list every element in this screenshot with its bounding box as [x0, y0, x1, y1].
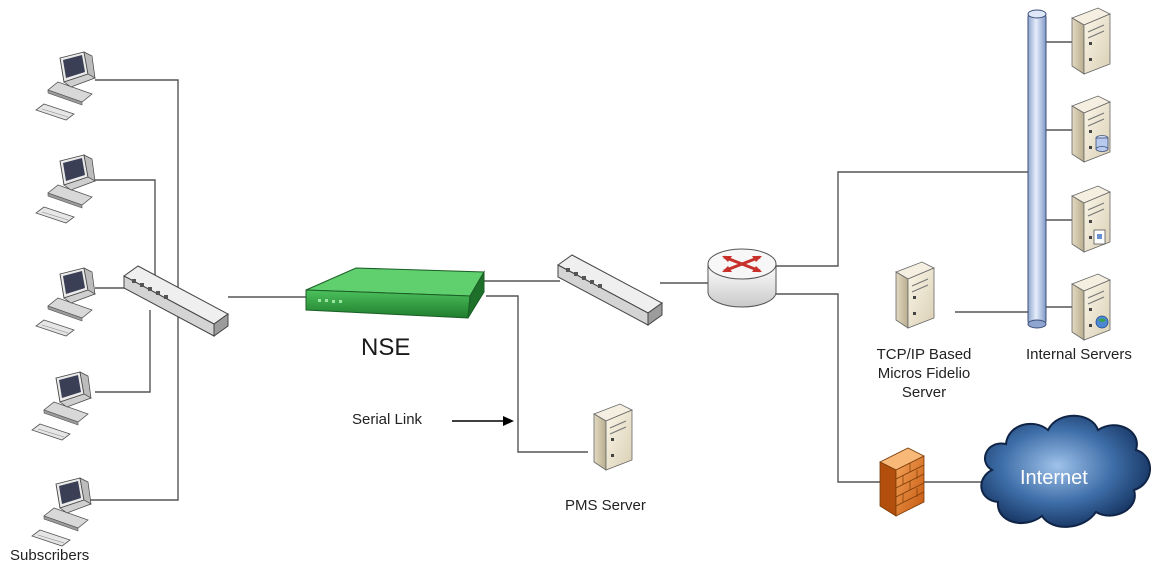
micros-fidelio-server-icon	[895, 261, 935, 329]
internal-servers-label: Internal Servers	[1026, 346, 1132, 363]
computer-icon	[35, 154, 96, 224]
backbone-bus	[1027, 9, 1047, 329]
computer-icon	[35, 267, 96, 337]
subscriber-computers	[31, 51, 96, 547]
internal-servers	[1071, 7, 1111, 341]
firewall-icon	[879, 447, 925, 517]
database-server-icon	[1071, 95, 1111, 163]
subscribers-label: Subscribers	[10, 547, 90, 564]
router-icon	[707, 248, 777, 308]
pms-server-label: PMS Server	[565, 497, 646, 514]
internet-label: Internet	[1020, 467, 1088, 489]
computer-icon	[31, 477, 92, 547]
micros-label-line-2: Micros Fidelio	[877, 365, 971, 382]
micros-fidelio-server-label: TCP/IP Based Micros Fidelio Server	[858, 345, 990, 402]
pms-server-icon	[593, 403, 633, 471]
micros-label-line-1: TCP/IP Based	[876, 346, 972, 363]
micros-label-line-3: Server	[901, 384, 947, 401]
connection-lines	[82, 41, 1072, 501]
computer-icon	[31, 371, 92, 441]
switch-icon	[557, 254, 663, 326]
nse-device-icon	[305, 267, 485, 319]
hub-icon	[123, 265, 229, 337]
server-icon	[1071, 7, 1111, 75]
file-server-icon	[1071, 185, 1111, 253]
computer-icon	[35, 51, 96, 121]
nse-label: NSE	[361, 334, 411, 361]
serial-link-label: Serial Link	[352, 411, 423, 428]
internet-cloud-icon	[980, 414, 1151, 528]
web-server-icon	[1071, 273, 1111, 341]
